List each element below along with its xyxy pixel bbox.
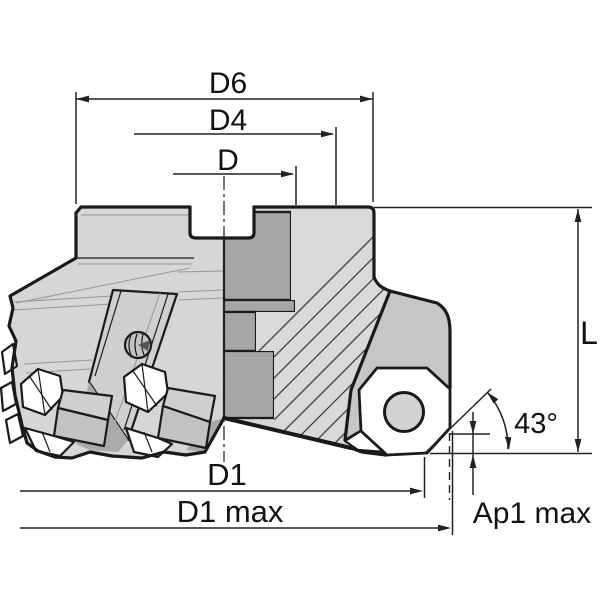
bore-step-flange (222, 298, 297, 314)
arrowhead-up (574, 209, 582, 222)
label-d1-max: D1 max (177, 494, 284, 529)
label-d1: D1 (207, 457, 247, 492)
bore-step-mid (222, 310, 258, 353)
arrowhead (281, 170, 294, 178)
label-l: L (580, 315, 598, 351)
arrowhead-up (469, 455, 477, 468)
dimensions: D6 D4 D L (20, 67, 598, 535)
arrowhead-right (360, 95, 373, 103)
arrowhead (438, 524, 451, 532)
arrowhead-down (574, 439, 582, 452)
clamp-screw (123, 330, 153, 360)
arrowhead (487, 392, 499, 404)
arrowhead-left (76, 95, 89, 103)
dimension-corner-angle: 43° (423, 388, 558, 500)
arrowhead (410, 487, 423, 495)
label-angle: 43° (514, 408, 558, 440)
insert-cluster-right (122, 362, 224, 459)
label-ap1-max: Ap1 max (473, 497, 591, 530)
dimension-d: D (173, 144, 297, 205)
arrowhead (504, 436, 512, 450)
insert-cluster-left (19, 367, 128, 458)
dimension-d1-max: D1 max (20, 431, 454, 535)
octagon-insert (357, 366, 452, 457)
pocket-boundary-curve (343, 289, 392, 442)
body-shading-lines (13, 214, 224, 374)
label-d4: D4 (209, 104, 247, 137)
label-d: D (217, 144, 239, 177)
dimension-ap1-max: Ap1 max (450, 412, 591, 530)
arrowhead (321, 130, 334, 138)
bore-step-low (222, 349, 276, 420)
dimension-d1: D1 (20, 457, 426, 498)
screw-slot (138, 340, 150, 351)
dimension-l: L (374, 206, 598, 455)
drive-slot (190, 207, 254, 238)
body-outlines (7, 205, 452, 460)
label-d6: D6 (209, 67, 247, 100)
dimension-d4: D4 (134, 104, 337, 205)
insert-screw-hole (383, 391, 425, 433)
dimension-d6: D6 (75, 67, 374, 204)
arrowhead-down (469, 421, 477, 434)
cutter-body (0, 176, 452, 462)
